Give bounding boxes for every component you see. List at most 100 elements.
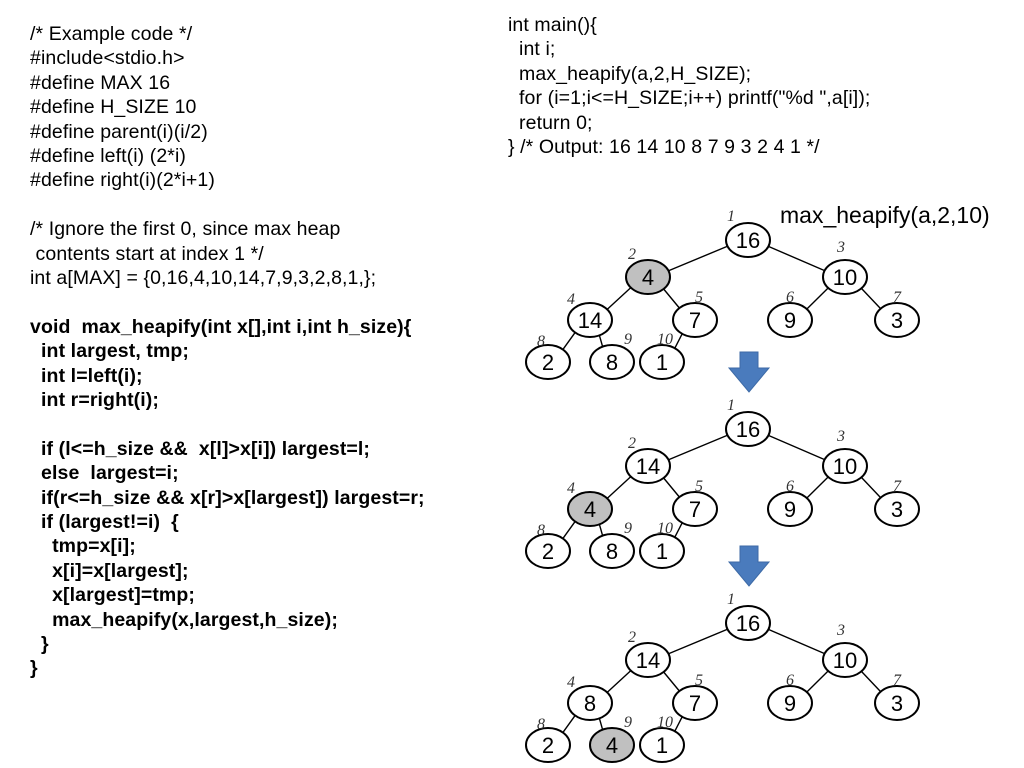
tree-node xyxy=(672,491,718,527)
code-line: } xyxy=(30,657,38,680)
node-value: 9 xyxy=(784,308,796,333)
index-label: 8 xyxy=(537,333,545,350)
index-label: 2 xyxy=(628,435,636,452)
index-label: 4 xyxy=(567,291,575,308)
tree-edge xyxy=(858,668,884,695)
index-label: 5 xyxy=(695,672,703,689)
index-label: 10 xyxy=(657,331,673,348)
tree-edge xyxy=(604,474,634,501)
tree-node xyxy=(767,302,813,338)
node-value: 16 xyxy=(736,611,760,636)
code-line: x[i]=x[largest]; xyxy=(30,559,189,582)
node-value: 16 xyxy=(736,228,760,253)
node-value: 7 xyxy=(689,308,701,333)
code-line: if (largest!=i) { xyxy=(30,511,179,533)
code-line: #include<stdio.h> xyxy=(30,47,185,70)
index-label: 5 xyxy=(695,289,703,306)
node-value: 10 xyxy=(833,648,857,673)
tree-edge xyxy=(765,244,828,273)
index-label: 6 xyxy=(786,672,794,689)
tree-node xyxy=(567,302,613,338)
node-value: 3 xyxy=(891,691,903,716)
index-label: 4 xyxy=(567,674,575,691)
index-label: 5 xyxy=(695,478,703,495)
index-label: 9 xyxy=(624,331,632,348)
tree-node xyxy=(589,727,635,763)
tree-node xyxy=(725,222,771,258)
code-line: contents start at index 1 */ xyxy=(30,242,264,265)
node-value: 7 xyxy=(689,691,701,716)
tree-edge xyxy=(665,244,731,273)
code-line: if(r<=h_size && x[r]>x[largest]) largest… xyxy=(30,486,425,509)
tree-edge xyxy=(858,474,884,501)
node-value: 1 xyxy=(656,350,668,375)
down-arrow-icon xyxy=(727,351,771,393)
code-line: #define parent(i)(i/2) xyxy=(30,120,208,143)
tree-node xyxy=(525,344,571,380)
tree-node xyxy=(874,491,920,527)
code-line: } xyxy=(30,633,49,655)
code-line: } /* Output: 16 14 10 8 7 9 3 2 4 1 */ xyxy=(508,136,820,158)
index-label: 3 xyxy=(836,622,845,639)
code-line: int r=right(i); xyxy=(30,389,159,411)
index-label: 1 xyxy=(727,397,735,414)
index-label: 1 xyxy=(727,208,735,225)
down-arrow-icon xyxy=(727,545,771,587)
tree-node xyxy=(625,448,671,484)
code-line: x[largest]=tmp; xyxy=(30,584,195,607)
node-value: 10 xyxy=(833,454,857,479)
code-line: int a[MAX] = {0,16,4,10,14,7,9,3,2,8,1,}… xyxy=(30,267,377,289)
code-line: return 0; xyxy=(508,111,593,134)
node-value: 14 xyxy=(636,648,660,673)
index-label: 8 xyxy=(537,522,545,539)
tree-node xyxy=(822,448,868,484)
tree-node xyxy=(874,685,920,721)
index-label: 2 xyxy=(628,246,636,263)
index-label: 3 xyxy=(836,239,845,256)
tree-edge xyxy=(560,329,578,353)
index-label: 10 xyxy=(657,714,673,731)
node-value: 1 xyxy=(656,733,668,758)
node-value: 14 xyxy=(636,454,660,479)
code-line: #define left(i) (2*i) xyxy=(30,145,186,167)
tree-node xyxy=(725,605,771,641)
code-line: /* Example code */ xyxy=(30,23,193,45)
code-line: int i; xyxy=(508,38,556,61)
node-value: 7 xyxy=(689,497,701,522)
tree-edge xyxy=(804,668,831,695)
code-line: if (l<=h_size && x[l]>x[i]) largest=l; xyxy=(30,437,371,460)
index-label: 4 xyxy=(567,480,575,497)
tree-edge xyxy=(804,474,831,501)
tree-node xyxy=(589,533,635,569)
code-line: tmp=x[i]; xyxy=(30,535,136,558)
tree-node xyxy=(767,491,813,527)
index-label: 7 xyxy=(893,672,902,689)
code-line: int main(){ xyxy=(508,14,597,36)
tree-node xyxy=(625,642,671,678)
tree-node xyxy=(639,727,685,763)
index-label: 6 xyxy=(786,289,794,306)
tree-node xyxy=(767,685,813,721)
tree-edge xyxy=(560,712,578,736)
index-label: 8 xyxy=(537,716,545,733)
tree-edge xyxy=(765,627,828,656)
node-value: 8 xyxy=(606,539,618,564)
node-value: 9 xyxy=(784,497,796,522)
code-line: int l=left(i); xyxy=(30,364,143,387)
code-line: else largest=i; xyxy=(30,462,179,485)
tree-edge xyxy=(765,433,828,462)
tree-edge xyxy=(604,285,634,312)
code-line: max_heapify(x,largest,h_size); xyxy=(30,608,338,631)
node-value: 9 xyxy=(784,691,796,716)
index-label: 1 xyxy=(727,591,735,608)
index-label: 10 xyxy=(657,520,673,537)
index-label: 9 xyxy=(624,520,632,537)
index-label: 2 xyxy=(628,629,636,646)
code-line: #define H_SIZE 10 xyxy=(30,96,197,119)
main-code-listing: int main(){ int i; max_heapify(a,2,H_SIZ… xyxy=(508,13,1008,173)
node-value: 2 xyxy=(542,350,554,375)
tree-node xyxy=(822,259,868,295)
